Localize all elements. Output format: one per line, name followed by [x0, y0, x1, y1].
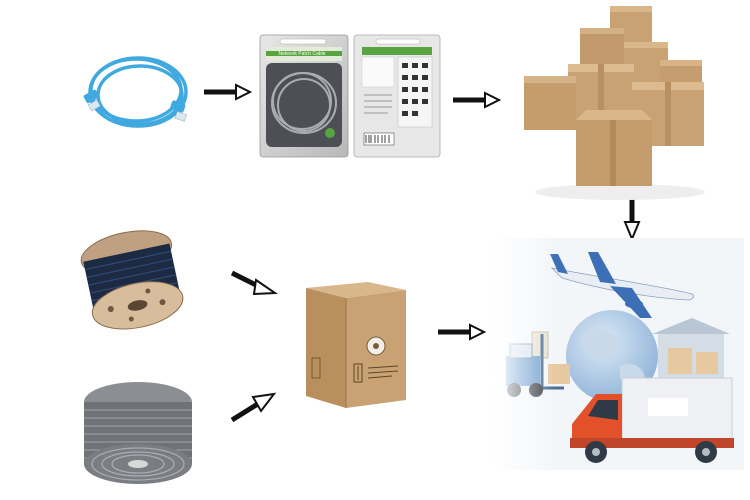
blue-patch-cable-icon — [83, 56, 188, 128]
arrow-box-to-logistics — [438, 323, 487, 341]
carton-box — [580, 28, 624, 68]
arrow-coil-to-box — [230, 392, 277, 423]
cable-coil-node — [78, 380, 198, 488]
carton-box — [576, 110, 652, 186]
arrow-patch-to-bags — [204, 83, 253, 101]
retail-bag-front: Network Patch Cable — [259, 34, 349, 158]
retail-bags-node: Network Patch Cable — [258, 33, 443, 158]
retail-package-icon: Network Patch Cable — [259, 34, 441, 158]
cable-reel-icon — [80, 230, 184, 330]
logistics-node — [492, 238, 744, 470]
arrow-bags-to-cartons — [453, 91, 502, 109]
patch-cable-node — [78, 40, 198, 140]
cable-box-node — [302, 268, 410, 410]
package-label: Network Patch Cable — [279, 51, 326, 57]
carton-box — [524, 76, 576, 130]
retail-bag-back — [353, 34, 441, 158]
pull-box-carton-icon — [306, 282, 406, 408]
carton-boxes-icon — [524, 6, 705, 200]
arrow-reel-to-box — [230, 270, 279, 296]
carton-stack-node — [520, 2, 710, 202]
cable-coil-icon — [84, 382, 192, 484]
cable-reel-node — [75, 222, 190, 337]
logistics-shipping-icon — [492, 238, 744, 470]
